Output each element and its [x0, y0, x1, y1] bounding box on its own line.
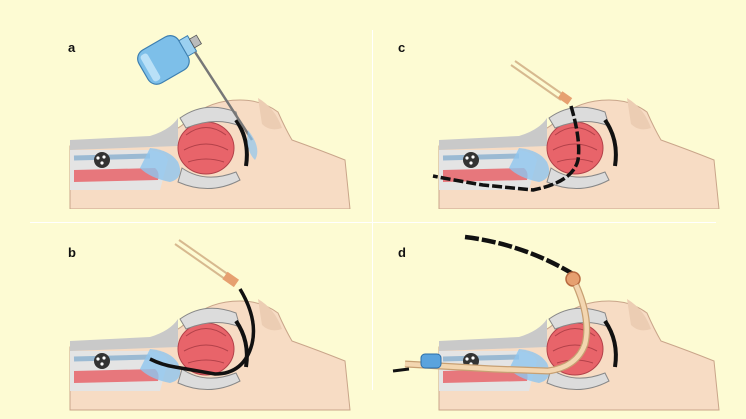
head-section-b	[70, 299, 350, 410]
connector-icon	[557, 91, 573, 105]
panel-label-c: c	[398, 40, 406, 55]
endoscope-handle-icon	[510, 64, 562, 101]
tube-connector-icon	[565, 271, 581, 287]
panel-label-a: a	[68, 40, 76, 55]
panel-divider-vertical	[372, 30, 373, 390]
cuff-balloon-icon	[420, 353, 442, 369]
head-anatomy-a	[0, 34, 373, 209]
spray-nozzle-icon	[193, 51, 254, 141]
panel-d: d	[373, 209, 746, 418]
panel-label-d: d	[398, 245, 406, 260]
connector-icon	[222, 271, 240, 288]
panel-label-b: b	[68, 245, 76, 260]
endoscope-icon	[432, 105, 581, 192]
panel-a: a	[0, 0, 373, 209]
endoscope-icon	[464, 234, 575, 276]
endoscope-icon	[149, 288, 256, 376]
spray-mist-icon	[247, 130, 258, 160]
head-anatomy-b	[0, 239, 373, 418]
spray-bottle-icon	[137, 34, 202, 85]
head-anatomy-d	[392, 234, 746, 418]
panel-b: b	[0, 209, 373, 418]
panel-divider-horizontal	[30, 222, 716, 223]
endoscope-handle-icon	[174, 243, 226, 280]
panel-c: c	[373, 0, 746, 209]
head-section-a	[70, 98, 350, 209]
endoscope-tip-icon	[392, 367, 410, 373]
head-anatomy-c	[432, 60, 746, 209]
